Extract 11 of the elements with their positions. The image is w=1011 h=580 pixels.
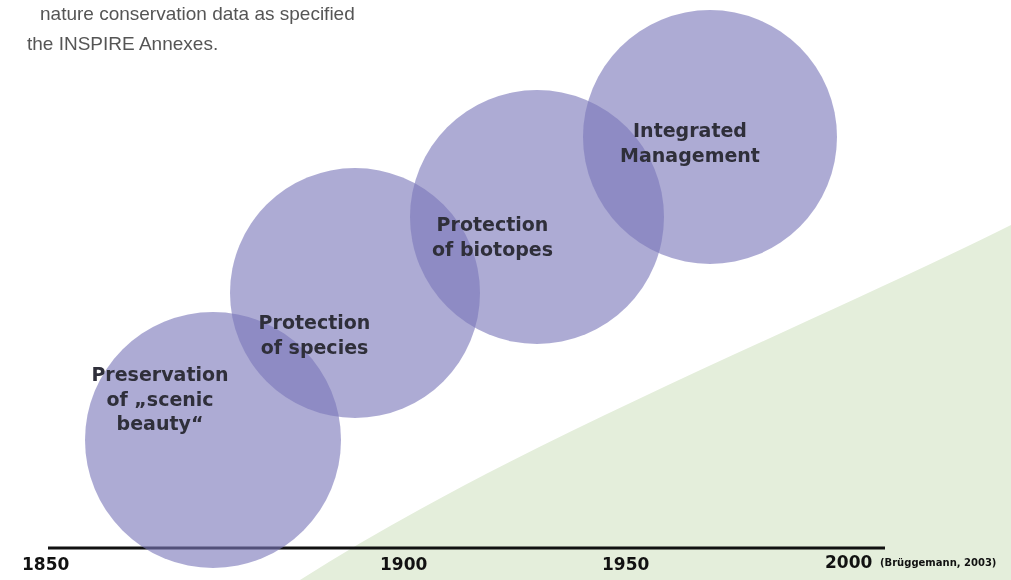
circle-label: Protection of biotopes	[430, 212, 554, 262]
year-label: 1850	[22, 554, 70, 574]
circle-label: Preservation of „scenic beauty“	[90, 362, 230, 437]
paragraph-text: nature conservation data as specified	[40, 3, 355, 25]
circle-label: Integrated Management	[619, 118, 761, 168]
paragraph-text: the INSPIRE Annexes.	[27, 33, 219, 55]
year-label: 2000	[825, 552, 873, 572]
circle-label: Protection of species	[257, 310, 372, 360]
year-label: 1950	[602, 554, 650, 574]
source-citation: (Brüggemann, 2003)	[880, 557, 997, 568]
year-label: 1900	[380, 554, 428, 574]
